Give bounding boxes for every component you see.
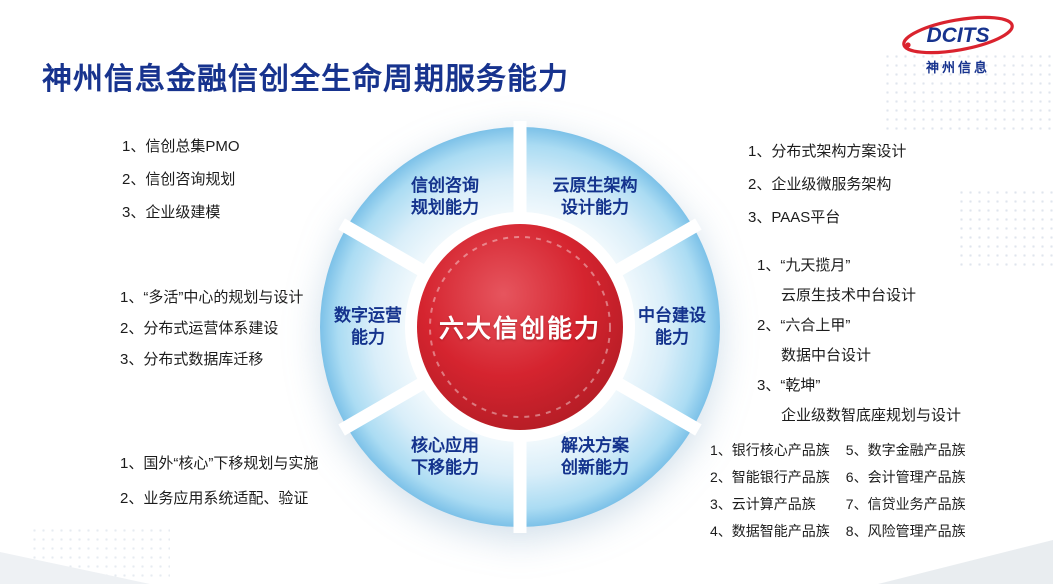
corner-wedge-right <box>878 540 1053 584</box>
solution-product-families-list: 1、银行核心产品族 2、智能银行产品族 3、云计算产品族 4、数据智能产品族 5… <box>710 440 966 548</box>
dot-pattern-right <box>957 188 1053 272</box>
list-item: 2、业务应用系统适配、验证 <box>120 490 309 507</box>
list-item: 1、国外“核心”下移规划与实施 <box>120 455 319 472</box>
segment-label-solution: 解决方案 创新能力 <box>561 435 629 477</box>
list-item: 3、企业级建模 <box>122 204 221 221</box>
list-item: 5、数字金融产品族 <box>845 442 966 458</box>
list-item: 3、PAAS平台 <box>748 209 841 226</box>
list-item: 8、风险管理产品族 <box>845 523 966 539</box>
list-item: 7、信贷业务产品族 <box>845 496 966 512</box>
corner-wedge-left <box>0 552 150 584</box>
product-family-column-1: 1、银行核心产品族 2、智能银行产品族 3、云计算产品族 4、数据智能产品族 <box>710 440 830 548</box>
product-family-column-2: 5、数字金融产品族 6、会计管理产品族 7、信贷业务产品族 8、风险管理产品族 <box>846 440 966 548</box>
digital-ops-capability-list: 1、“多活”中心的规划与设计 2、分布式运营体系建设 3、分布式数据库迁移 <box>120 286 303 379</box>
list-item: 1、银行核心产品族 <box>710 442 830 458</box>
list-item: 6、会计管理产品族 <box>845 469 966 485</box>
list-item: 2、“六合上甲” <box>757 317 851 334</box>
segment-label-middle-platform: 中台建设 能力 <box>638 305 706 347</box>
center-dashed-ring <box>429 236 611 418</box>
list-item: 云原生技术中台设计 <box>781 287 917 304</box>
segment-label-digital-ops: 数字运营 能力 <box>334 305 402 347</box>
segment-label-consulting: 信创咨询 规划能力 <box>411 175 479 217</box>
middle-platform-capability-list: 1、“九天揽月” 云原生技术中台设计 2、“六合上甲” 数据中台设计 3、“乾坤… <box>757 254 961 434</box>
segment-label-cloud-native: 云原生架构 设计能力 <box>552 175 638 217</box>
capability-wheel <box>320 121 720 533</box>
core-migration-capability-list: 1、国外“核心”下移规划与实施 2、业务应用系统适配、验证 <box>120 452 318 522</box>
list-item: 2、信创咨询规划 <box>122 171 236 188</box>
wheel-center-label: 六大信创能力 <box>438 315 602 343</box>
list-item: 4、数据智能产品族 <box>710 523 830 539</box>
consulting-capability-list: 1、信创总集PMO 2、信创咨询规划 3、企业级建模 <box>122 135 240 234</box>
list-item: 3、“乾坤” <box>757 377 821 394</box>
center-red-circle <box>417 224 623 430</box>
logo-swoosh-icon: DCITS <box>902 15 1014 55</box>
list-item: 1、信创总集PMO <box>122 138 240 155</box>
list-item: 企业级数智底座规划与设计 <box>781 407 962 424</box>
list-item: 2、分布式运营体系建设 <box>120 320 279 337</box>
list-item: 3、分布式数据库迁移 <box>120 351 264 368</box>
logo-company: 神州信息 <box>925 60 990 75</box>
list-item: 2、企业级微服务架构 <box>748 176 892 193</box>
segment-label-core-migration: 核心应用 下移能力 <box>411 435 479 477</box>
list-item: 3、云计算产品族 <box>710 496 816 512</box>
logo-brand: DCITS <box>927 24 990 47</box>
list-item: 2、智能银行产品族 <box>710 469 830 485</box>
list-item: 1、“九天揽月” <box>757 257 851 274</box>
dcits-logo: DCITS 神州信息 <box>899 14 1017 76</box>
list-item: 1、“多活”中心的规划与设计 <box>120 289 304 306</box>
page-title: 神州信息金融信创全生命周期服务能力 <box>42 63 569 96</box>
list-item: 1、分布式架构方案设计 <box>748 143 907 160</box>
list-item: 数据中台设计 <box>781 347 872 364</box>
cloud-native-capability-list: 1、分布式架构方案设计 2、企业级微服务架构 3、PAAS平台 <box>748 140 906 239</box>
